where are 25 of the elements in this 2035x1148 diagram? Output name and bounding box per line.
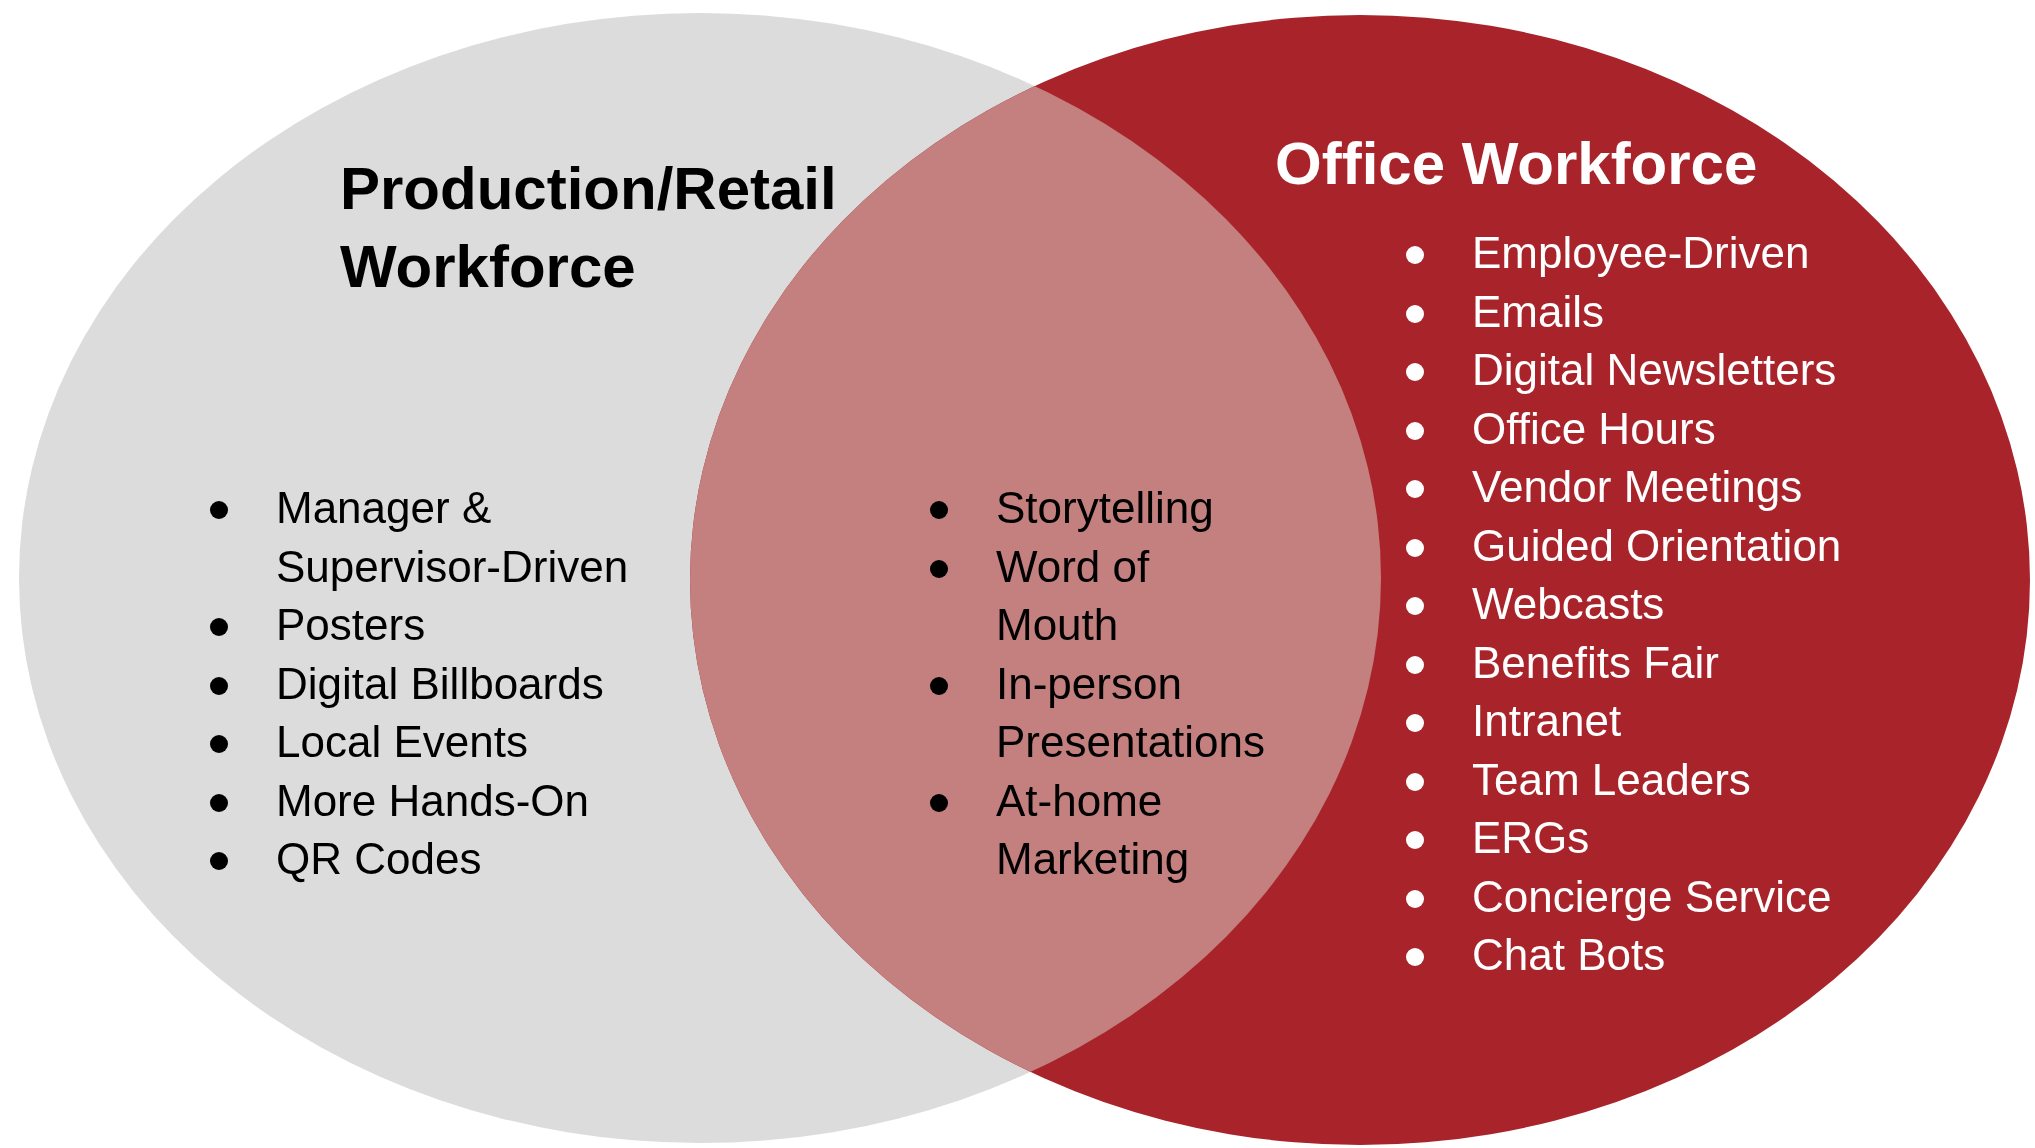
bullet-item: In-person Presentations <box>996 657 1267 768</box>
bullet-item: Chat Bots <box>1472 929 1667 981</box>
bullet-item: More Hands-On <box>276 774 590 827</box>
bullet-item: Emails <box>1472 285 1606 338</box>
bullet-item: Digital Newsletters <box>1472 344 1838 396</box>
bullet-item: Office Hours <box>1472 402 1717 455</box>
bullet-item: At-home Marketing <box>996 774 1191 885</box>
bullet-item: Team Leaders <box>1472 753 1752 806</box>
bullet-item: Intranet <box>1472 695 1623 747</box>
bullet-item: Benefits Fair <box>1472 636 1720 689</box>
bullet-item: Local Events <box>276 716 529 768</box>
circle-heading: Production/Retail Workforce <box>340 154 838 302</box>
bullet-item: Employee-Driven <box>1472 227 1811 279</box>
circle-heading: Office Workforce <box>1275 129 1759 199</box>
bullet-item: Storytelling <box>996 482 1215 534</box>
bullet-item: Concierge Service <box>1472 870 1833 923</box>
bullet-item: Digital Billboards <box>276 657 605 710</box>
bullet-item: ERGs <box>1472 812 1591 864</box>
bullet-item: Vendor Meetings <box>1472 461 1804 513</box>
bullet-item: Word of Mouth <box>996 540 1151 651</box>
bullet-item: Posters <box>276 599 427 651</box>
bullet-item: Manager & Supervisor-Driven <box>276 482 630 593</box>
bullet-item: Guided Orientation <box>1472 519 1843 572</box>
bullet-item: QR Codes <box>276 833 483 885</box>
bullet-item: Webcasts <box>1472 578 1666 630</box>
